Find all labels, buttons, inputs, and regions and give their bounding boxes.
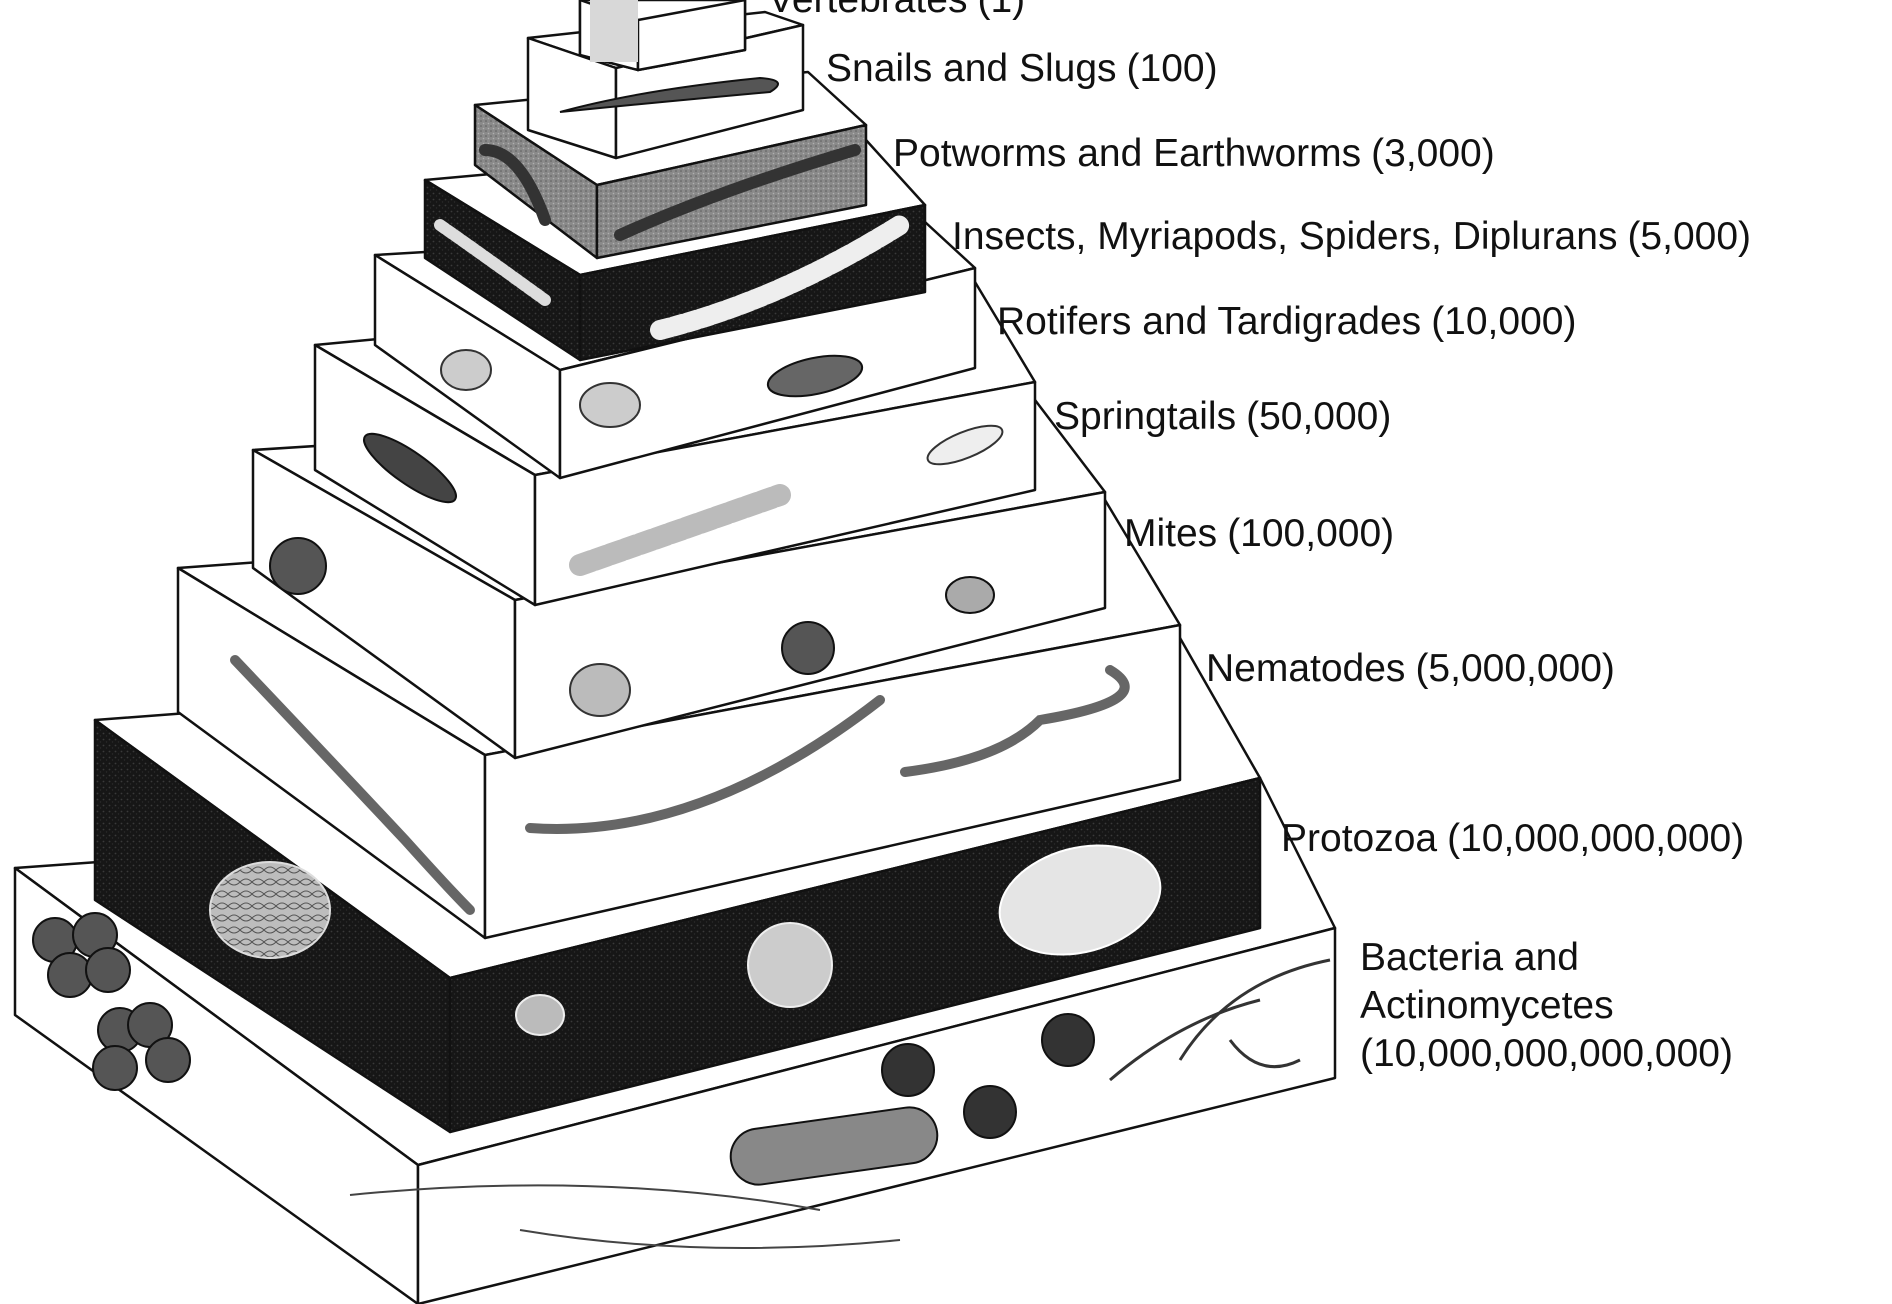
heliozoan-illustration — [748, 923, 832, 1007]
label-mites-count: (100,000) — [1227, 512, 1394, 555]
label-nematodes-name: Nematodes — [1206, 647, 1405, 690]
label-snails-slugs-count: (100) — [1127, 47, 1218, 90]
label-bacteria-actinomycetes-name-line: Bacteria and — [1360, 934, 1733, 982]
label-nematodes-count: (5,000,000) — [1415, 647, 1614, 690]
label-insects-myriapods-name: Insects, Myriapods, Spiders, Diplurans — [952, 215, 1617, 258]
mite-illustration-3 — [946, 577, 994, 613]
spore-cluster-1 — [882, 1044, 934, 1096]
label-springtails: Springtails(50,000) — [1054, 393, 1391, 441]
tardigrade-illustration — [441, 350, 491, 390]
label-nematodes: Nematodes(5,000,000) — [1206, 645, 1615, 693]
label-mites-name: Mites — [1124, 512, 1217, 555]
label-bacteria-actinomycetes-count: (10,000,000,000,000) — [1360, 1030, 1733, 1078]
label-rotifers-tardigrades-name: Rotifers and Tardigrades — [997, 300, 1421, 343]
label-protozoa-name: Protozoa — [1281, 817, 1437, 860]
tardigrade-illustration-2 — [580, 383, 640, 427]
label-potworms-earthworms: Potworms and Earthworms(3,000) — [893, 130, 1495, 178]
flagellate-illustration — [516, 995, 564, 1035]
label-springtails-count: (50,000) — [1246, 395, 1391, 438]
coccus-bacterium-3 — [48, 953, 92, 997]
label-bacteria-actinomycetes-name-line: Actinomycetes — [1360, 982, 1733, 1030]
label-vertebrates: Vertebrates (1) — [768, 0, 1025, 24]
label-insects-myriapods: Insects, Myriapods, Spiders, Diplurans(5… — [952, 213, 1751, 261]
label-springtails-name: Springtails — [1054, 395, 1236, 438]
label-potworms-earthworms-name: Potworms and Earthworms — [893, 132, 1361, 175]
label-rotifers-tardigrades: Rotifers and Tardigrades(10,000) — [997, 298, 1576, 346]
spore-cluster-2 — [964, 1086, 1016, 1138]
vertebrate-block-shade — [590, 0, 638, 62]
protozoan-illustration — [210, 862, 330, 958]
spore-cluster-3 — [1042, 1014, 1094, 1066]
label-snails-slugs: Snails and Slugs(100) — [826, 45, 1218, 93]
label-potworms-earthworms-count: (3,000) — [1371, 132, 1495, 175]
label-insects-myriapods-count: (5,000) — [1627, 215, 1751, 258]
label-rotifers-tardigrades-count: (10,000) — [1431, 300, 1576, 343]
label-vertebrates-name: Vertebrates — [768, 0, 967, 21]
mite-illustration-4 — [570, 664, 630, 716]
label-vertebrates-count: (1) — [977, 0, 1025, 21]
label-snails-slugs-name: Snails and Slugs — [826, 47, 1117, 90]
label-protozoa: Protozoa(10,000,000,000) — [1281, 815, 1744, 863]
coccus-bacterium-4 — [86, 948, 130, 992]
coccus-bacterium-7 — [93, 1046, 137, 1090]
label-mites: Mites(100,000) — [1124, 510, 1394, 558]
mite-illustration — [270, 538, 326, 594]
label-protozoa-count: (10,000,000,000) — [1447, 817, 1744, 860]
coccus-bacterium-8 — [146, 1038, 190, 1082]
mite-illustration-2 — [782, 622, 834, 674]
